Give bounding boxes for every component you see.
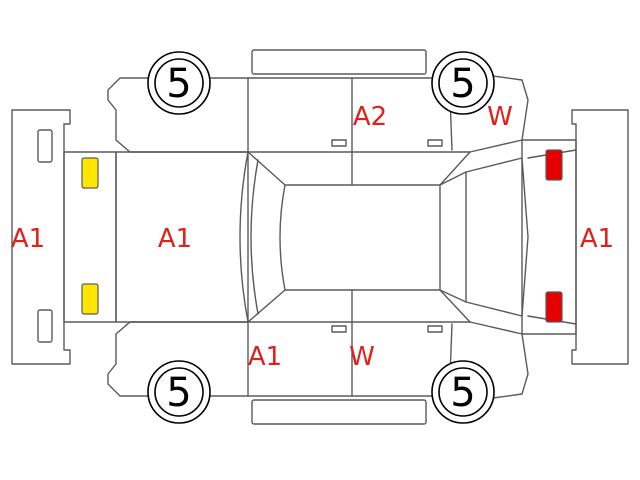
code-top-rear-door: A2 (353, 102, 387, 132)
tire-rear-bottom: 5 (431, 360, 495, 424)
tire-front-bottom-value: 5 (166, 370, 191, 416)
tire-front-top: 5 (147, 51, 211, 115)
top-view-body (63, 139, 577, 335)
rear-bumper (571, 109, 629, 365)
rear-lamp-bottom (545, 291, 563, 323)
tire-front-bottom: 5 (147, 360, 211, 424)
tire-front-top-value: 5 (166, 61, 191, 107)
tire-rear-top-value: 5 (450, 61, 475, 107)
code-bottom-rear-door: W (349, 342, 375, 372)
top-side-panel (107, 49, 529, 186)
code-rear-bumper: A1 (580, 224, 614, 254)
code-top-rear-fender: W (487, 102, 513, 132)
code-front-bumper: A1 (11, 224, 45, 254)
code-bottom-front-door: A1 (248, 342, 282, 372)
tire-rear-top: 5 (431, 51, 495, 115)
front-lamp-top (81, 157, 99, 189)
rear-lamp-top (545, 149, 563, 181)
bottom-side-step (251, 399, 427, 425)
top-side-step (251, 49, 427, 75)
front-bumper (11, 109, 71, 365)
front-lamp-bottom (81, 283, 99, 315)
code-hood: A1 (158, 224, 192, 254)
tire-rear-bottom-value: 5 (450, 370, 475, 416)
